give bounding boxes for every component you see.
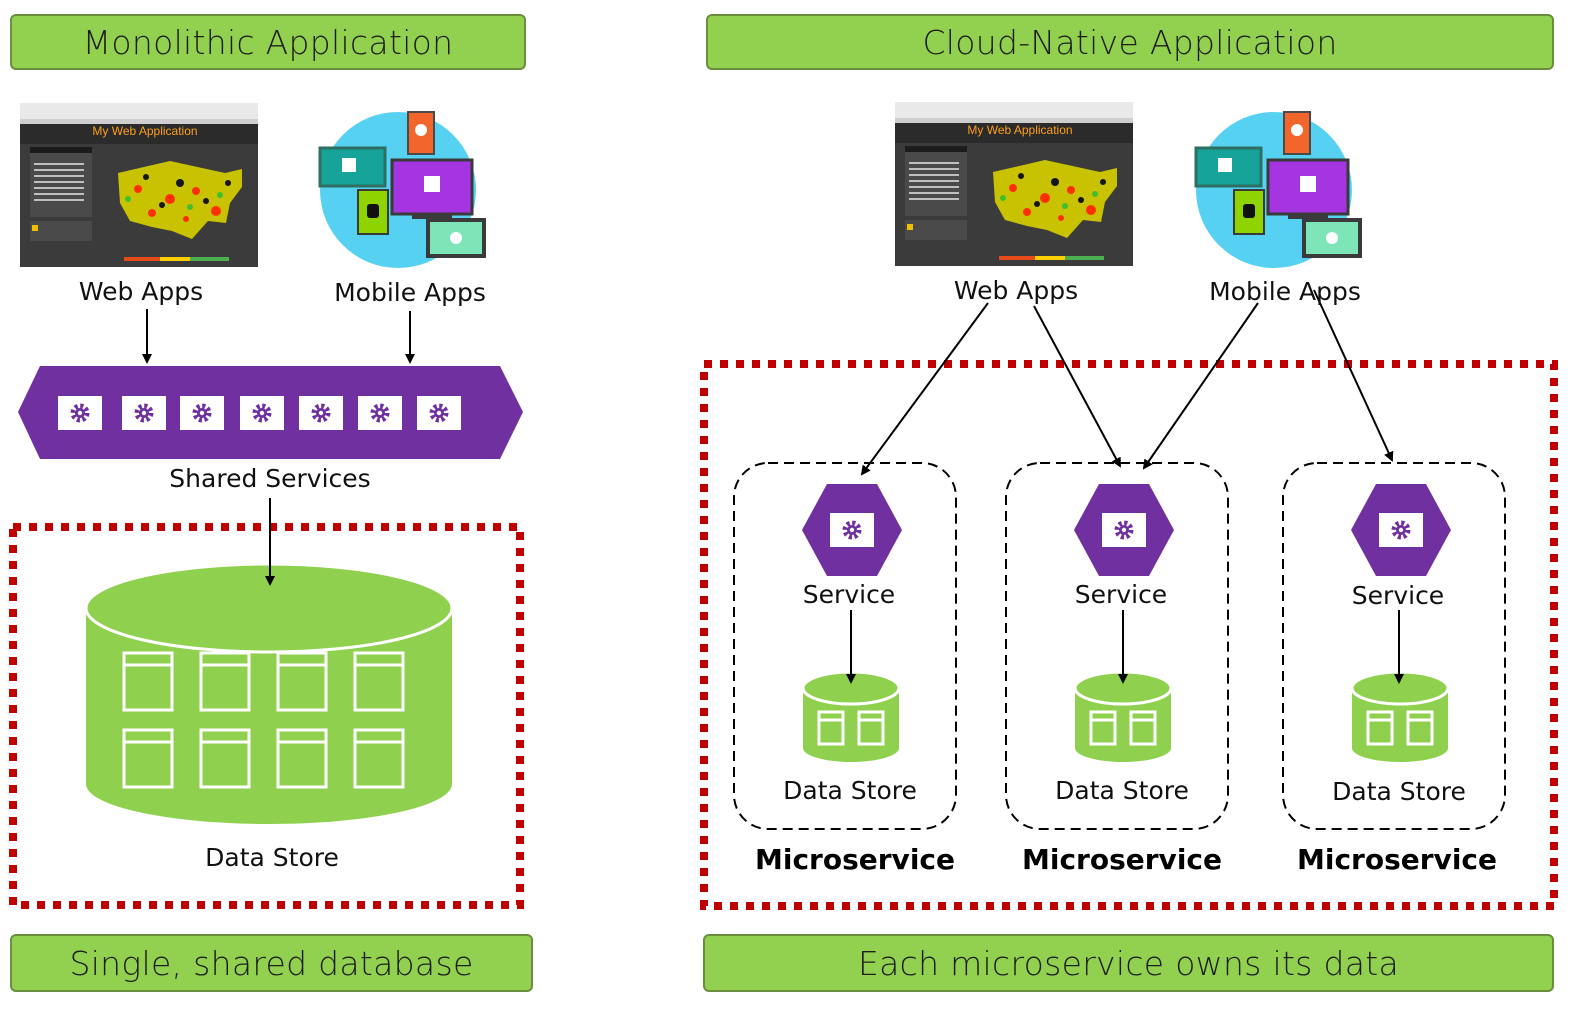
microservice-caption: Microservice [1021,843,1223,876]
microservice-caption: Microservice [754,843,956,876]
service-hexagon [802,484,902,576]
shared-services-label: Shared Services [169,464,371,493]
service-hexagon [1351,484,1451,576]
mobile-apps-label: Mobile Apps [334,278,486,307]
cloud-native-title-banner: Cloud-Native Application [706,14,1554,70]
owns-data-footer-banner: Each microservice owns its data [703,934,1554,992]
data-store-cylinder [801,670,901,764]
single-db-footer-banner: Single, shared database [10,934,533,992]
data-store-cylinder [1350,670,1450,764]
monolithic-title-banner: Monolithic Application [10,14,526,70]
web-app-screenshot-right: My Web Application [895,102,1133,266]
service-label: Service [802,580,896,609]
gear-icon [122,396,166,430]
monolithic-title: Monolithic Application [82,22,454,62]
web-apps-label-right: Web Apps [953,276,1079,305]
owns-data-footer: Each microservice owns its data [857,943,1399,983]
service-hexagon [1074,484,1174,576]
arrow-mobile-to-service-3 [1313,289,1394,462]
screenshot-title-right: My Web Application [967,123,1072,137]
arrow-mobile-to-service-2 [1142,302,1259,470]
screenshot-title: My Web Application [92,124,197,138]
mobile-apps-label-right: Mobile Apps [1209,277,1361,306]
data-store-cylinder [1073,670,1173,764]
data-store-label: Data Store [1055,776,1189,805]
microservice-caption: Microservice [1296,843,1498,876]
mobile-devices-image-right [1194,110,1362,270]
data-store-label: Data Store [205,843,339,872]
microservice-boundary [1282,462,1506,830]
gear-icon [358,396,402,430]
web-app-screenshot: My Web Application [20,103,258,267]
data-store-label: Data Store [1332,777,1466,806]
service-label: Service [1074,580,1168,609]
gear-icon [180,396,224,430]
web-apps-label: Web Apps [78,277,204,306]
mobile-devices-image [318,110,486,270]
service-label: Service [1351,581,1445,610]
gear-icon [299,396,343,430]
data-store-label: Data Store [783,776,917,805]
gear-icon [58,396,102,430]
arrow-web-to-service-1 [860,302,989,476]
gear-icon [417,396,461,430]
microservice-boundary [733,462,957,830]
large-data-store-cylinder [84,562,454,824]
gear-icon [240,396,284,430]
cloud-native-boundary [700,360,1558,910]
monolith-database-boundary [9,523,524,909]
cloud-native-title: Cloud-Native Application [922,22,1338,62]
microservice-boundary [1005,462,1229,830]
shared-services-band [18,366,523,459]
single-db-footer: Single, shared database [69,943,474,983]
arrow-web-to-service-2 [1033,305,1121,468]
